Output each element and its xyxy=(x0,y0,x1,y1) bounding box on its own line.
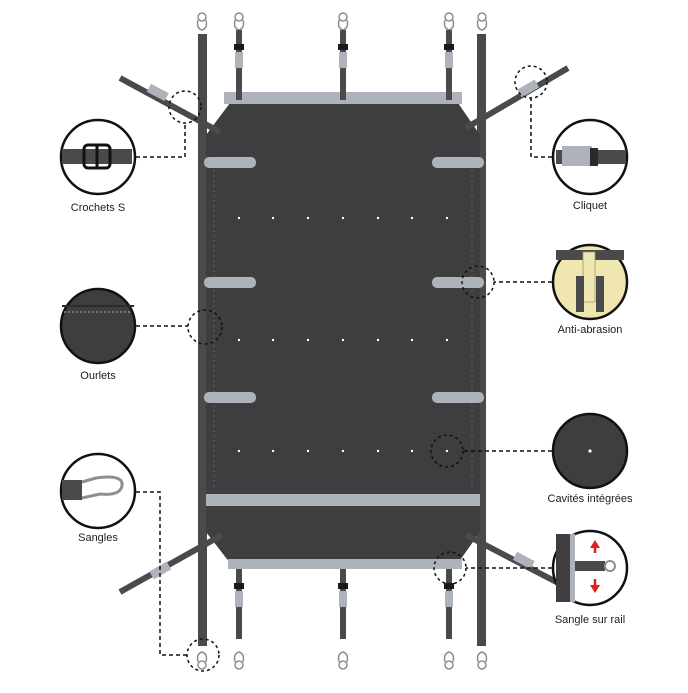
right-rail-outer xyxy=(477,34,486,646)
bottom-edge-band xyxy=(228,559,462,569)
hem-icon xyxy=(62,305,134,313)
callout-anti-abrasion xyxy=(551,243,629,321)
top-straps xyxy=(196,12,488,100)
label-ratchet: Cliquet xyxy=(572,200,608,212)
ratchet-icon xyxy=(556,146,626,166)
bottom-reinforcement-band xyxy=(206,494,480,506)
drain-dots xyxy=(237,216,449,453)
label-hems: Ourlets xyxy=(80,370,116,382)
left-rail-outer xyxy=(198,34,207,646)
label-anti-abrasion: Anti-abrasion xyxy=(557,324,623,336)
bottom-straps xyxy=(196,569,488,670)
diagonal-straps xyxy=(118,65,570,595)
detail-markers xyxy=(168,65,548,672)
label-rail-strap: Sangle sur rail xyxy=(554,614,626,626)
callout-hems xyxy=(59,287,137,365)
rail-strap-icon xyxy=(556,534,616,602)
label-s-hooks: Crochets S xyxy=(70,202,126,214)
anti-abrasion-patch-icon xyxy=(556,250,624,312)
callout-ratchet xyxy=(551,118,629,196)
label-cavities: Cavités intégrées xyxy=(547,493,633,505)
callout-s-hooks xyxy=(59,118,137,196)
strap-hook-icon xyxy=(62,475,124,500)
leader-lines xyxy=(136,98,552,656)
callout-straps xyxy=(59,452,137,530)
cavity-icon xyxy=(588,449,592,453)
label-straps: Sangles xyxy=(78,532,118,544)
callout-cavities xyxy=(551,412,629,490)
s-hook-buckle-icon xyxy=(62,143,132,170)
side-reinforcement-tabs xyxy=(204,157,484,403)
callout-rail-strap xyxy=(551,529,629,607)
